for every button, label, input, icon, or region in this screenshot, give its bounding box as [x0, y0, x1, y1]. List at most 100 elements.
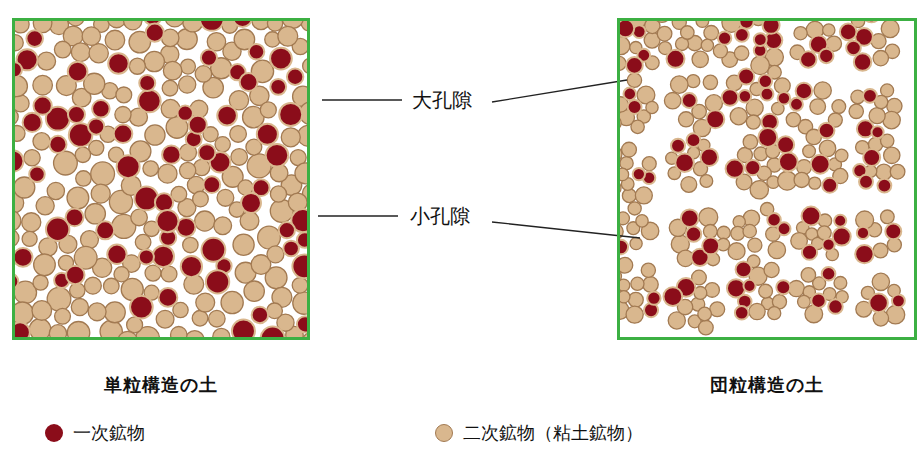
- primary-mineral-grain: [249, 44, 265, 60]
- primary-mineral-grain: [863, 89, 877, 103]
- primary-mineral-grain: [675, 153, 694, 172]
- clay-mineral-grain: [699, 208, 718, 227]
- primary-mineral-grain: [863, 149, 880, 166]
- clay-mineral-grain: [681, 177, 697, 193]
- primary-mineral-grain: [834, 215, 846, 227]
- primary-mineral-grain: [15, 274, 18, 290]
- clay-mineral-grain: [37, 52, 55, 70]
- primary-mineral-grain: [15, 322, 30, 337]
- clay-mineral-grain: [834, 276, 847, 289]
- legend-item: 一次鉱物: [45, 421, 145, 445]
- clay-mineral-grain: [620, 291, 630, 303]
- clay-mineral-grain: [108, 21, 126, 28]
- clay-mineral-grain: [803, 145, 816, 158]
- primary-mineral-grain: [620, 240, 628, 255]
- primary-mineral-grain: [270, 79, 286, 95]
- clay-mineral-grain: [630, 237, 642, 249]
- primary-mineral-grain: [15, 248, 32, 267]
- clay-mineral-grain: [748, 238, 762, 252]
- primary-mineral-grain: [623, 88, 636, 101]
- clay-mineral-grain: [118, 331, 138, 337]
- clay-mineral-grain: [209, 310, 226, 327]
- primary-mineral-grain: [152, 246, 173, 267]
- primary-mineral-grain: [855, 245, 873, 263]
- primary-mineral-grain: [252, 307, 269, 324]
- primary-mineral-grain: [778, 222, 791, 235]
- primary-mineral-grain: [846, 41, 861, 56]
- pore-label: 小孔隙: [410, 203, 470, 230]
- clay-mineral-grain: [281, 128, 300, 147]
- clay-mineral-grain: [731, 226, 745, 240]
- primary-mineral-grain: [114, 124, 133, 143]
- clay-mineral-grain: [145, 125, 165, 145]
- clay-mineral-grain: [873, 311, 888, 326]
- clay-mineral-grain: [89, 44, 108, 63]
- clay-mineral-grain: [653, 21, 670, 22]
- clay-mineral-grain: [47, 182, 64, 199]
- clay-mineral-grain: [192, 311, 208, 327]
- clay-mineral-grain: [36, 197, 54, 215]
- primary-mineral-grain: [130, 296, 153, 319]
- soil-panel: 団粒構造の土: [617, 18, 917, 340]
- clay-mineral-grain: [100, 320, 122, 337]
- single-grain-particles: [15, 21, 307, 337]
- clay-mineral-grain: [692, 51, 708, 67]
- clay-mineral-grain: [670, 76, 688, 94]
- primary-mineral-grain: [743, 280, 755, 292]
- aggregate-particles: [620, 21, 905, 335]
- primary-mineral-grain: [726, 160, 744, 178]
- clay-mineral-grain: [213, 328, 230, 337]
- primary-mineral-grain: [892, 294, 905, 307]
- clay-mineral-grain: [620, 56, 626, 70]
- primary-mineral-grain: [203, 176, 220, 193]
- clay-mineral-grain: [33, 275, 48, 290]
- primary-mineral-grain: [297, 316, 307, 332]
- clay-mineral-grain: [162, 80, 178, 96]
- clay-mineral-grain: [267, 246, 284, 263]
- leader-line: [492, 80, 627, 102]
- primary-mineral-grain: [88, 118, 104, 134]
- clay-mineral-grain: [195, 66, 212, 83]
- primary-mineral-grain: [819, 123, 835, 139]
- primary-mineral-grain: [156, 210, 178, 232]
- primary-mineral-grain: [687, 133, 701, 147]
- clay-mineral-grain: [131, 209, 148, 226]
- primary-mineral-grain: [26, 30, 43, 47]
- primary-mineral-grain: [29, 166, 45, 182]
- clay-mineral-grain: [67, 21, 84, 26]
- primary-mineral-grain: [802, 245, 817, 260]
- primary-mineral-grain: [735, 28, 749, 42]
- pore-label: 大孔隙: [412, 87, 472, 114]
- clay-mineral-grain: [129, 58, 145, 74]
- primary-mineral-grain: [297, 232, 307, 248]
- clay-mineral-grain: [180, 162, 196, 178]
- primary-mineral-grain: [146, 24, 164, 42]
- clay-mineral-grain: [29, 319, 50, 337]
- clay-mineral-grain: [163, 61, 182, 80]
- clay-mineral-grain: [646, 101, 658, 113]
- clay-mineral-grain: [628, 292, 643, 307]
- clay-mineral-grain: [664, 92, 680, 108]
- primary-mineral-grain: [745, 160, 760, 175]
- primary-mineral-grain: [859, 175, 873, 189]
- primary-mineral-grain: [822, 238, 834, 250]
- primary-mineral-grain: [138, 90, 161, 113]
- clay-mineral-grain: [135, 234, 151, 250]
- primary-mineral-grain: [49, 136, 66, 153]
- clay-mineral-grain: [22, 231, 37, 246]
- primary-mineral-grain: [822, 178, 837, 193]
- primary-mineral-grain: [68, 106, 85, 123]
- clay-mineral-grain: [82, 27, 100, 45]
- primary-mineral-grain: [241, 193, 261, 213]
- clay-mineral-grain: [869, 108, 885, 124]
- primary-mineral-grain: [885, 223, 901, 239]
- clay-mineral-grain: [749, 303, 765, 319]
- panel-caption: 単粒構造の土: [15, 373, 307, 397]
- primary-mineral-grain: [23, 113, 42, 132]
- clay-mineral-grain: [195, 211, 215, 231]
- clay-mineral-grain: [849, 104, 863, 118]
- clay-mineral-grain: [49, 325, 66, 337]
- clay-mineral-grain: [24, 150, 40, 166]
- clay-mineral-grain: [814, 82, 831, 99]
- primary-mineral-grain: [232, 319, 255, 337]
